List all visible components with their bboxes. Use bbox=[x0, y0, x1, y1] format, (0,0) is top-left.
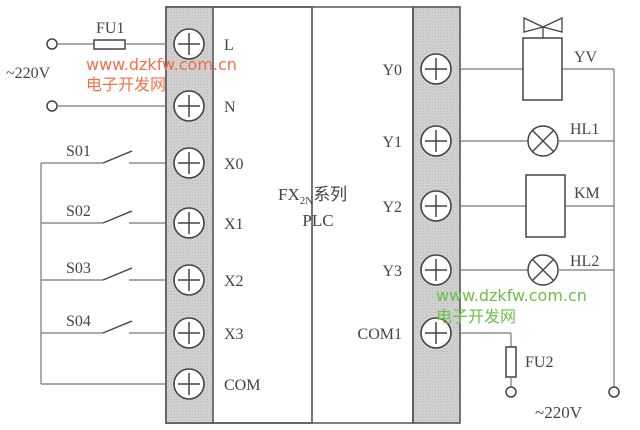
power-terminal-l bbox=[46, 38, 58, 50]
switch-label: S02 bbox=[66, 203, 91, 220]
terminal-label: Y3 bbox=[382, 263, 402, 280]
terminal-label: N bbox=[224, 99, 236, 116]
load-label-yv: YV bbox=[574, 49, 598, 66]
power-terminal-n bbox=[46, 100, 58, 112]
terminal-y3 bbox=[420, 254, 452, 286]
terminal-label: X2 bbox=[224, 273, 244, 290]
terminal-com1 bbox=[420, 317, 452, 349]
watermark-green: www.dzkfw.com.cn 电子开发网 bbox=[436, 286, 587, 326]
plc-body bbox=[165, 6, 461, 424]
switch-s04: S04 bbox=[41, 313, 166, 334]
switch-label: S04 bbox=[66, 313, 91, 330]
output-power-voltage: ~220V bbox=[535, 403, 583, 422]
load-label-hl2: HL2 bbox=[570, 253, 599, 270]
output-loads: YV HL1 KM HL2 FU2 ~220V bbox=[460, 16, 620, 422]
terminal-y0 bbox=[420, 53, 452, 85]
terminal-label: L bbox=[224, 37, 234, 54]
load-label-hl1: HL1 bbox=[570, 121, 599, 138]
terminal-l bbox=[173, 28, 205, 60]
terminal-x3 bbox=[173, 317, 205, 349]
terminal-x0 bbox=[173, 147, 205, 179]
switch-contact-icon bbox=[102, 320, 133, 334]
watermark-site-name: 电子开发网 bbox=[436, 307, 516, 326]
valve-icon bbox=[523, 16, 545, 33]
terminal-x1 bbox=[173, 207, 205, 239]
fuse-fu2-label: FU2 bbox=[525, 354, 553, 371]
fuse-fu1-label: FU1 bbox=[96, 20, 124, 37]
watermark-url: www.dzkfw.com.cn bbox=[436, 286, 587, 305]
switch-s03: S03 bbox=[41, 260, 166, 281]
power-input: FU1 ~220V bbox=[6, 20, 166, 112]
power-input-voltage: ~220V bbox=[6, 65, 51, 82]
switch-label: S01 bbox=[66, 143, 91, 160]
load-label-km: KM bbox=[574, 185, 600, 202]
terminal-y2 bbox=[420, 190, 452, 222]
terminal-x2 bbox=[173, 264, 205, 296]
watermark-orange: www.dzkfw.com.cn 电子开发网 bbox=[86, 55, 237, 94]
switch-s01: S01 bbox=[41, 143, 166, 164]
plc-name: FX2N系列 bbox=[278, 185, 347, 207]
contactor-coil-km bbox=[525, 174, 566, 238]
watermark-url: www.dzkfw.com.cn bbox=[86, 55, 237, 74]
terminal-n bbox=[173, 90, 205, 122]
terminal-label: Y0 bbox=[382, 62, 402, 79]
left-terminal-strip bbox=[165, 6, 214, 424]
terminal-label: X1 bbox=[224, 216, 244, 233]
switch-contact-icon bbox=[102, 267, 133, 281]
switch-label: S03 bbox=[66, 260, 91, 277]
fuse-fu2 bbox=[505, 346, 517, 378]
terminal-y1 bbox=[420, 125, 452, 157]
output-power-terminal-2 bbox=[608, 386, 620, 398]
terminal-label: COM bbox=[224, 377, 260, 394]
watermark-site-name: 电子开发网 bbox=[86, 75, 166, 94]
terminal-label: COM1 bbox=[358, 326, 402, 343]
plc-model-label: PLC bbox=[302, 211, 333, 230]
terminal-label: Y1 bbox=[382, 134, 402, 151]
terminal-label: X0 bbox=[224, 156, 244, 173]
lamp-icon bbox=[527, 254, 559, 286]
terminal-label: Y2 bbox=[382, 199, 402, 216]
terminal-label: X3 bbox=[224, 326, 244, 343]
switch-contact-icon bbox=[102, 150, 133, 164]
fuse-fu1 bbox=[93, 39, 126, 50]
switch-contact-icon bbox=[102, 210, 133, 224]
lamp-icon bbox=[527, 125, 559, 157]
output-power-terminal-1 bbox=[505, 386, 517, 398]
terminal-com bbox=[173, 368, 205, 400]
switch-s02: S02 bbox=[41, 203, 166, 224]
solenoid-valve-yv bbox=[522, 37, 563, 101]
